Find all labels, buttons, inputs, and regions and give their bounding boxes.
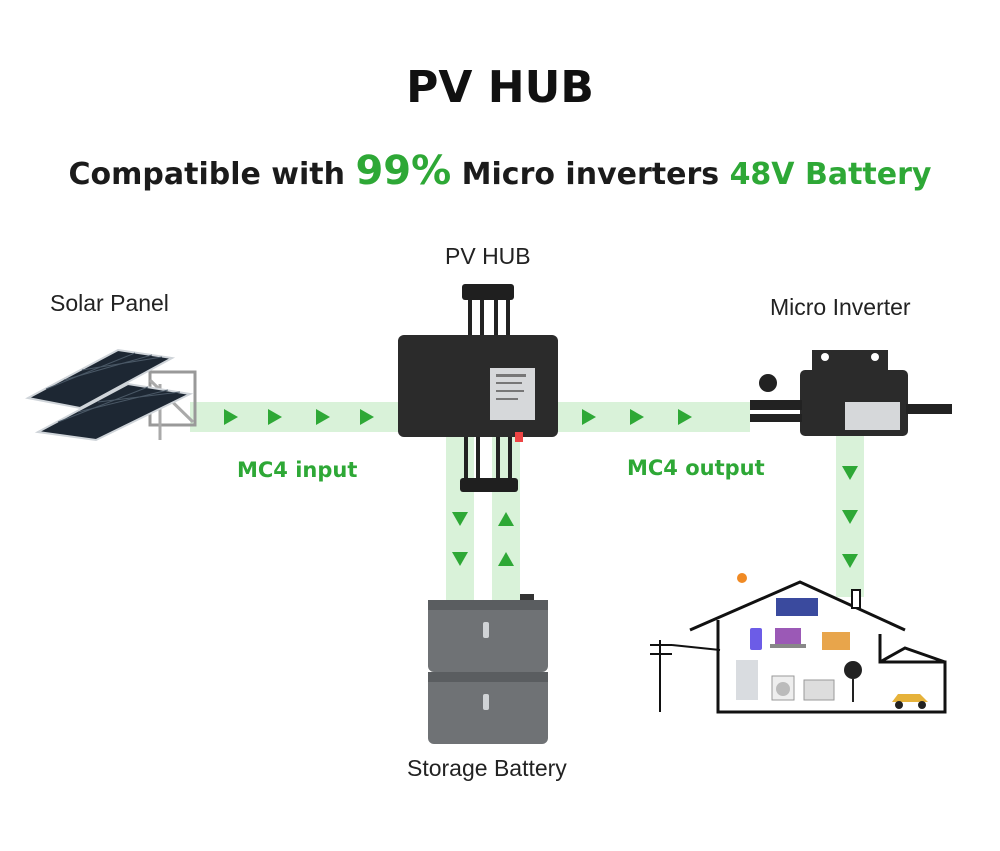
storage-battery-icon — [428, 594, 548, 744]
arrow-right-icon — [678, 409, 692, 425]
page-subtitle: Compatible with 99% Micro inverters 48V … — [0, 148, 1000, 194]
flow-arrows — [224, 409, 858, 568]
subtitle-text-2: Micro inverters — [461, 157, 720, 192]
arrow-right-icon — [630, 409, 644, 425]
appliances-icon — [736, 628, 928, 709]
arrow-right-icon — [582, 409, 596, 425]
solar-panel-icon — [25, 348, 197, 442]
solar-panel-label: Solar Panel — [50, 290, 169, 316]
subtitle-text-1: Compatible with — [68, 157, 345, 192]
micro-inverter-label: Micro Inverter — [770, 294, 911, 320]
pv-hub-device-icon — [398, 284, 558, 492]
arrow-right-icon — [224, 409, 238, 425]
arrow-up-icon — [498, 552, 514, 566]
subtitle-battery: 48V Battery — [729, 157, 932, 192]
storage-battery-label: Storage Battery — [407, 755, 567, 781]
arrow-right-icon — [268, 409, 282, 425]
arrow-right-icon — [316, 409, 330, 425]
mc4-output-label: MC4 output — [627, 456, 765, 480]
arrow-right-icon — [360, 409, 374, 425]
subtitle-percent: 99% — [355, 148, 452, 194]
page-title: PV HUB — [406, 62, 594, 113]
arrow-down-icon — [842, 466, 858, 480]
arrow-down-icon — [842, 510, 858, 524]
arrow-down-icon — [842, 554, 858, 568]
house-icon — [650, 573, 947, 714]
arrow-down-icon — [452, 512, 468, 526]
micro-inverter-icon — [750, 350, 952, 436]
arrow-up-icon — [498, 512, 514, 526]
arrow-down-icon — [452, 552, 468, 566]
pv-hub-label: PV HUB — [445, 243, 531, 269]
mc4-input-label: MC4 input — [237, 458, 358, 482]
